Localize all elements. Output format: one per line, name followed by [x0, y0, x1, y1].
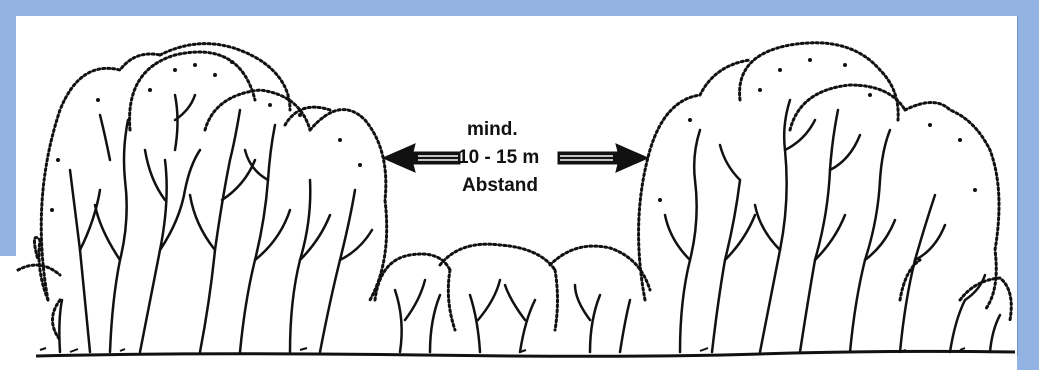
middle-shrubs [373, 242, 652, 332]
ground-texture [39, 347, 966, 353]
right-tree-group [637, 41, 1013, 322]
ground-line [35, 349, 1016, 358]
left-tree-speckles [50, 60, 362, 212]
middle-shrub-branches [393, 278, 632, 354]
right-tree-branches [663, 98, 1002, 354]
frame-top-bar [0, 0, 1039, 16]
right-arrow [557, 143, 650, 173]
left-tree-group [16, 42, 389, 342]
hedge-illustration [16, 16, 1017, 370]
left-tree-branches [58, 93, 374, 354]
left-arrow [381, 143, 461, 173]
frame-right-bar [1017, 0, 1039, 370]
right-tree-speckles [658, 58, 977, 202]
distance-arrows [381, 143, 650, 173]
frame-left-bar [0, 0, 16, 256]
